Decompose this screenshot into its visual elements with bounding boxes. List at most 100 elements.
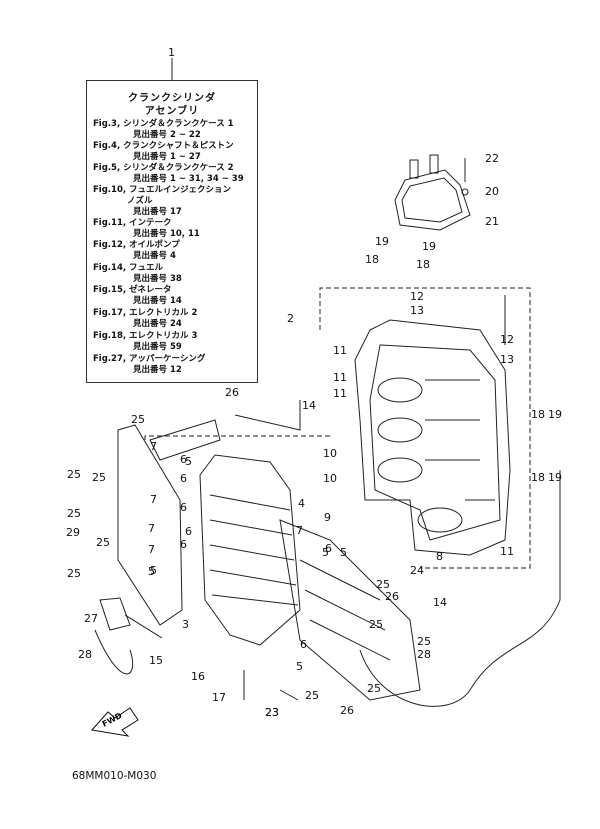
callout-number: 18 [531, 471, 545, 484]
callout-number: 11 [333, 387, 347, 400]
callout-number: 7 [148, 522, 155, 535]
fwd-arrow-icon: FWD [91, 707, 139, 737]
legend-entry-fig17: Fig.17, エレクトリカル 2 [93, 308, 198, 318]
callout-number: 11 [333, 344, 347, 357]
callout-number: 18 [416, 258, 430, 271]
callout-number: 10 [323, 472, 337, 485]
callout-number: 25 [67, 468, 81, 481]
callout-number: 25 [67, 567, 81, 580]
legend-ref-fig4: 見出番号 1 ~ 27 [133, 152, 201, 162]
legend-ref-fig27: 見出番号 12 [133, 365, 182, 375]
callout-number: 13 [500, 353, 514, 366]
legend-entry-fig14: Fig.14, フュエル [93, 263, 164, 273]
callout-number: 7 [150, 440, 157, 453]
legend-entry-fig27: Fig.27, アッパーケーシング [93, 354, 206, 364]
legend-title-2: アセンブリ [144, 106, 200, 117]
callout-number: 23 [265, 706, 279, 719]
legend-entry-fig3: Fig.3, シリンダ＆クランクケース 1 [93, 119, 234, 129]
callout-number: 6 [300, 638, 307, 651]
crankcase-body [354, 319, 511, 556]
callout-number: 4 [298, 497, 305, 510]
callout-number: 5 [340, 546, 347, 559]
cylinder-block [199, 454, 301, 646]
callout-number: 19 [422, 240, 436, 253]
legend-ref-fig17: 見出番号 24 [133, 319, 182, 329]
callout-number: 2 [287, 312, 294, 325]
callout-number: 6 [180, 472, 187, 485]
callout-number: 10 [323, 447, 337, 460]
gasket-plate-left [117, 424, 183, 626]
callout-number: 22 [485, 152, 499, 165]
callout-number: 28 [78, 648, 92, 661]
plate-27 [99, 597, 131, 631]
hose-26 [234, 400, 301, 431]
callout-number: 17 [212, 691, 226, 704]
callout-number: 7 [150, 493, 157, 506]
callout-number: 9 [324, 511, 331, 524]
legend-ref-fig15: 見出番号 14 [133, 296, 182, 306]
callout-number: 6 [180, 501, 187, 514]
callout-number: 7 [148, 543, 155, 556]
callout-number: 25 [369, 618, 383, 631]
callout-number: 6 [180, 538, 187, 551]
callout-number: 14 [433, 596, 447, 609]
callout-number: 14 [302, 399, 316, 412]
callout-number: 25 [92, 471, 106, 484]
callout-number: 25 [96, 536, 110, 549]
callout-number: 6 [185, 525, 192, 538]
legend-entry-fig4: Fig.4, クランクシャフト＆ピストン [93, 141, 234, 151]
callout-number: 23 [265, 706, 279, 719]
callout-number: 29 [66, 526, 80, 539]
assembly-legend: クランクシリンダ アセンブリ Fig.3, シリンダ＆クランクケース 1 見出番… [86, 80, 258, 383]
callout-number: 16 [191, 670, 205, 683]
callout-number: 5 [296, 660, 303, 673]
callout-number: 12 [410, 290, 424, 303]
callout-number: 19 [548, 471, 562, 484]
reference-code: 68MM010-M030 [72, 770, 157, 782]
callout-number: 5 [322, 546, 329, 559]
cover-plate-inner [401, 177, 463, 223]
callout-number: 11 [333, 371, 347, 384]
washer-20 [461, 188, 469, 196]
callout-number: 7 [296, 524, 303, 537]
callout-number: 27 [84, 612, 98, 625]
callout-number: 25 [367, 682, 381, 695]
legend-ref-fig5: 見出番号 1 ~ 31, 34 ~ 39 [133, 174, 244, 184]
legend-entry-fig18: Fig.18, エレクトリカル 3 [93, 331, 198, 341]
legend-ref-fig18: 見出番号 59 [133, 342, 182, 352]
gasket-strip [149, 419, 221, 461]
callout-number: 26 [225, 386, 239, 399]
callout-number: 5 [148, 565, 155, 578]
callout-number: 6 [325, 542, 332, 555]
group-box-crankcase [319, 287, 531, 569]
crankcase-web [369, 344, 501, 541]
callout-number: 3 [182, 618, 189, 631]
callout-number: 13 [410, 304, 424, 317]
callout-number: 6 [180, 453, 187, 466]
legend-entry-fig11: Fig.11, インテーク [93, 218, 172, 228]
legend-ref-fig3: 見出番号 2 ~ 22 [133, 130, 201, 140]
callout-number: 24 [410, 564, 424, 577]
hose-right [359, 470, 561, 707]
callout-number: 5 [150, 564, 157, 577]
callout-number: 5 [185, 455, 192, 468]
legend-ref-fig12: 見出番号 4 [133, 251, 176, 261]
legend-entry-fig15: Fig.15, ゼネレータ [93, 285, 172, 295]
callout-number: 11 [500, 545, 514, 558]
callout-number: 19 [548, 408, 562, 421]
callout-number: 26 [385, 590, 399, 603]
callout-number: 28 [417, 648, 431, 661]
legend-ref-fig10: 見出番号 17 [133, 207, 182, 217]
callout-main: 1 [168, 46, 175, 59]
callout-number: 20 [485, 185, 499, 198]
callout-number: 21 [485, 215, 499, 228]
callout-number: 25 [131, 413, 145, 426]
crank-bores [377, 377, 495, 533]
legend-ref-fig14: 見出番号 38 [133, 274, 182, 284]
callout-number: 26 [340, 704, 354, 717]
callout-number: 15 [149, 654, 163, 667]
legend-entry-fig10-cont: ノズル [127, 196, 153, 206]
legend-title-1: クランクシリンダ [128, 93, 216, 104]
hose-28 [94, 629, 134, 675]
